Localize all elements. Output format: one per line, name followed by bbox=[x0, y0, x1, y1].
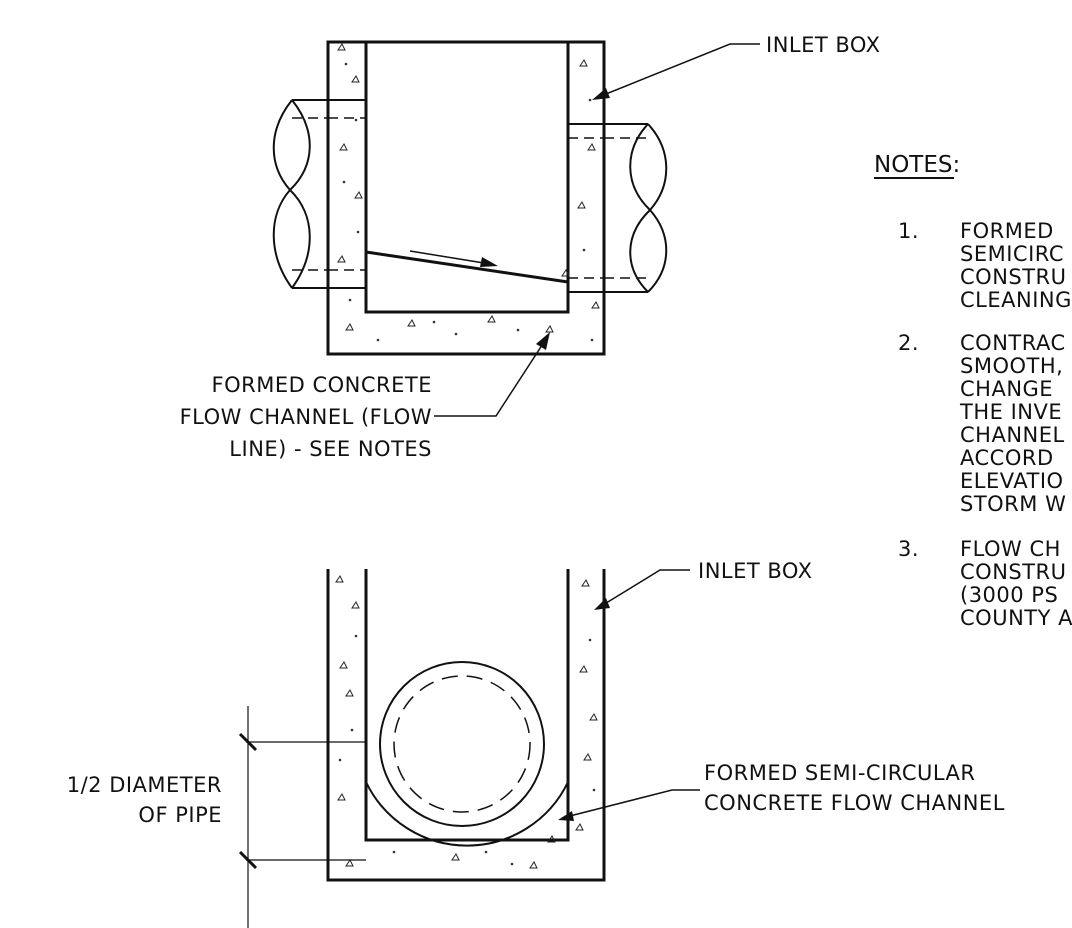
concrete-texture bbox=[337, 43, 600, 342]
note-2-line: SMOOTH, bbox=[960, 354, 1063, 378]
top-channel-label-line2: FLOW CHANNEL (FLOW bbox=[180, 405, 432, 429]
semi-channel-label-line1: FORMED SEMI-CIRCULAR bbox=[704, 761, 976, 785]
leader-arrowhead-icon bbox=[558, 811, 574, 821]
top-channel-label-line1: FORMED CONCRETE bbox=[212, 373, 432, 397]
note-2-number: 2. bbox=[898, 331, 919, 355]
left-pipe bbox=[272, 99, 328, 289]
leader-arrowhead-icon bbox=[592, 88, 610, 100]
dimension-label-line2: OF PIPE bbox=[138, 803, 222, 827]
note-2-line: CHANNEL bbox=[960, 423, 1065, 447]
note-2-line: STORM W bbox=[960, 492, 1066, 516]
top-box-outer bbox=[326, 40, 606, 356]
top-inlet-box-label: INLET BOX bbox=[766, 33, 880, 57]
top-channel-label-line3: LINE) - SEE NOTES bbox=[229, 437, 432, 461]
note-3-line: FLOW CH bbox=[960, 537, 1061, 561]
note-1-line: SEMICIRC bbox=[960, 242, 1064, 266]
section-box-outer bbox=[326, 569, 606, 882]
pipe-outer-circle bbox=[379, 661, 545, 827]
section-concrete-texture bbox=[335, 575, 598, 869]
pipe-inner-dashed-circle bbox=[393, 675, 531, 813]
semi-channel-leader bbox=[561, 789, 700, 819]
note-1-line: CONSTRU bbox=[960, 265, 1067, 289]
notes-block: NOTES: 1. FORMED SEMICIRC CONSTRU CLEANI… bbox=[874, 152, 1072, 630]
note-3-number: 3. bbox=[898, 537, 919, 561]
note-2-line: THE INVE bbox=[959, 400, 1062, 424]
note-2-line: CHANGE bbox=[960, 377, 1053, 401]
dimension-label-line1: 1/2 DIAMETER bbox=[67, 773, 222, 797]
semi-channel-label-line2: CONCRETE FLOW CHANNEL bbox=[704, 791, 1005, 815]
flow-direction-arrow bbox=[409, 250, 491, 265]
notes-title: NOTES: bbox=[874, 152, 960, 178]
top-channel-leader bbox=[434, 335, 549, 417]
note-1-line: CLEANING bbox=[960, 288, 1072, 312]
section-view: INLET BOX FORMED SEMI-CIRCULAR CONCRETE … bbox=[67, 559, 1005, 928]
bottom-inlet-box-leader bbox=[597, 569, 690, 609]
top-box-inner bbox=[364, 40, 570, 314]
flow-line bbox=[365, 250, 569, 284]
note-2-line: ELEVATIO bbox=[960, 469, 1064, 493]
top-inlet-box-leader bbox=[595, 43, 760, 99]
note-3-line: COUNTY A bbox=[960, 606, 1072, 630]
bottom-inlet-box-label: INLET BOX bbox=[698, 559, 812, 583]
half-diameter-dimension bbox=[238, 706, 366, 928]
section-box-inner bbox=[364, 569, 570, 842]
leader-arrowhead-icon bbox=[594, 598, 610, 610]
semi-circular-channel bbox=[365, 781, 569, 847]
note-2-line: ACCORD bbox=[960, 446, 1054, 470]
note-1-line: FORMED bbox=[960, 219, 1054, 243]
leader-arrowhead-icon bbox=[536, 332, 550, 350]
flow-arrowhead-icon bbox=[480, 257, 498, 267]
note-2-line: CONTRAC bbox=[960, 331, 1066, 355]
note-1-number: 1. bbox=[898, 219, 919, 243]
right-pipe bbox=[604, 123, 668, 293]
plan-view: INLET BOX FORMED CONCRETE FLOW CHANNEL (… bbox=[180, 33, 880, 461]
note-3-line: CONSTRU bbox=[960, 560, 1067, 584]
note-3-line: (3000 PS bbox=[960, 583, 1058, 607]
